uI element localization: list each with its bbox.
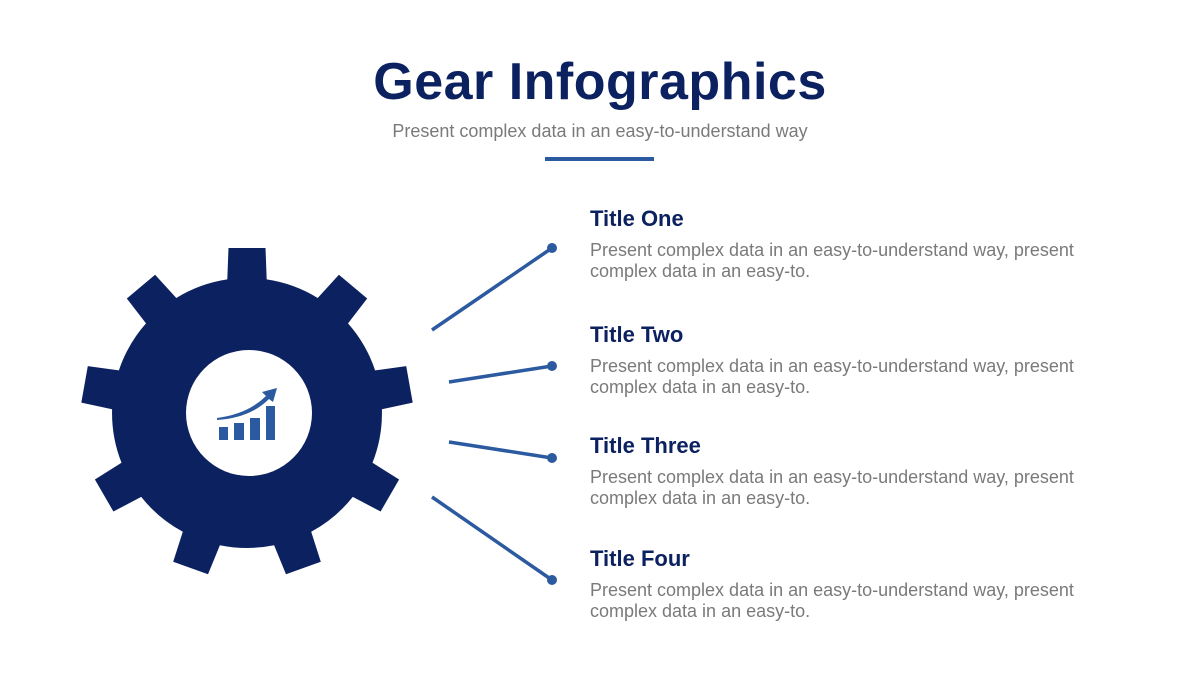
connector-line-2 [448, 364, 553, 384]
connector-line-1 [431, 246, 553, 332]
page-subtitle: Present complex data in an easy-to-under… [392, 121, 808, 141]
page-title: Gear Infographics [373, 53, 827, 111]
item-description: Present complex data in an easy-to-under… [590, 240, 1074, 281]
connector-dot-2 [547, 361, 557, 371]
item-description: Present complex data in an easy-to-under… [590, 356, 1074, 397]
info-item-3: Title Three Present complex data in an e… [590, 433, 1150, 509]
item-description: Present complex data in an easy-to-under… [590, 580, 1074, 621]
title-divider [545, 157, 654, 161]
item-title: Title Three [590, 433, 701, 458]
connector-dot-3 [547, 453, 557, 463]
connector-dot-4 [547, 575, 557, 585]
item-title: Title Two [590, 322, 684, 347]
growth-chart-icon [217, 388, 277, 440]
info-item-4: Title Four Present complex data in an ea… [590, 546, 1150, 622]
item-title: Title Four [590, 546, 690, 571]
connector-line-4 [431, 495, 553, 582]
item-title: Title One [590, 206, 684, 231]
connector-dot-1 [547, 243, 557, 253]
info-item-2: Title Two Present complex data in an eas… [590, 322, 1150, 398]
item-description: Present complex data in an easy-to-under… [590, 467, 1074, 508]
connector-line-3 [448, 440, 553, 460]
info-item-1: Title One Present complex data in an eas… [590, 206, 1150, 282]
